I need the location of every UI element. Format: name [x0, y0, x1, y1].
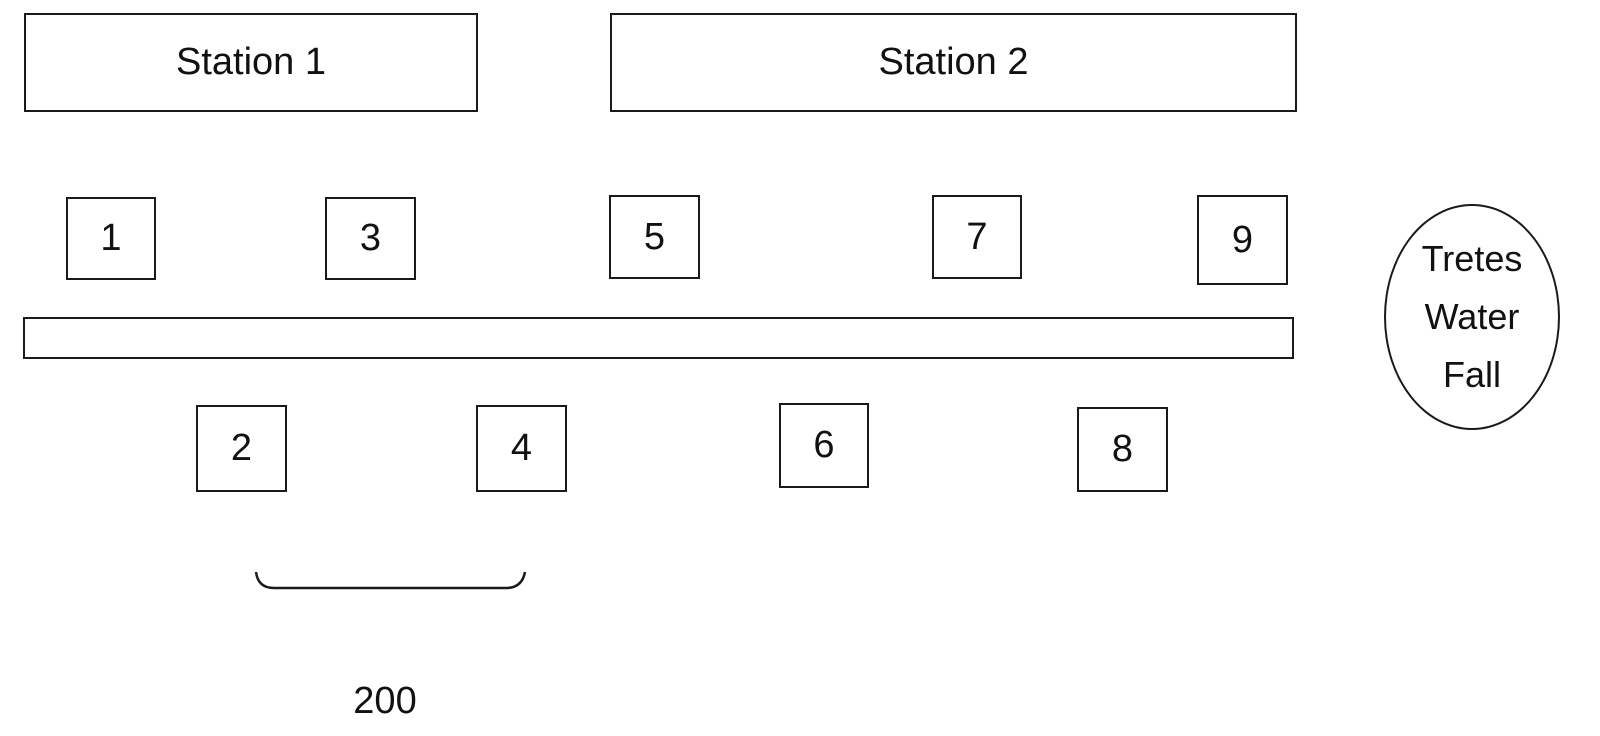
point-6-label: 6 — [813, 424, 835, 466]
point-9-label: 9 — [1231, 218, 1254, 261]
waterfall-line-3: Fall — [1442, 354, 1501, 395]
point-7-box: 7 — [932, 195, 1022, 279]
station-1-box: Station 1 — [24, 13, 478, 112]
point-8-box: 8 — [1077, 407, 1168, 492]
waterfall-line-2: Water — [1424, 296, 1520, 337]
waterfall-line-1: Tretes — [1421, 238, 1523, 279]
scale-bracket — [254, 571, 527, 590]
point-8-label: 8 — [1111, 428, 1134, 470]
point-5-label: 5 — [643, 215, 666, 258]
road-strip — [23, 317, 1294, 359]
point-7-label: 7 — [966, 215, 988, 258]
station-1-label: Station 1 — [176, 41, 326, 83]
station-2-label: Station 2 — [878, 41, 1029, 83]
point-9-box: 9 — [1197, 195, 1288, 285]
station-2-box: Station 2 — [610, 13, 1297, 112]
point-1-label: 1 — [100, 217, 122, 259]
waterfall-oval: Tretes Water Fall — [1384, 204, 1560, 430]
point-3-box: 3 — [325, 197, 416, 280]
point-5-box: 5 — [609, 195, 700, 279]
point-4-box: 4 — [476, 405, 567, 492]
point-1-box: 1 — [66, 197, 156, 280]
point-6-box: 6 — [779, 403, 869, 488]
scale-label: 200 — [353, 680, 417, 722]
point-4-label: 4 — [510, 427, 533, 469]
point-2-label: 2 — [230, 427, 253, 469]
point-3-label: 3 — [359, 217, 382, 259]
point-2-box: 2 — [196, 405, 287, 492]
